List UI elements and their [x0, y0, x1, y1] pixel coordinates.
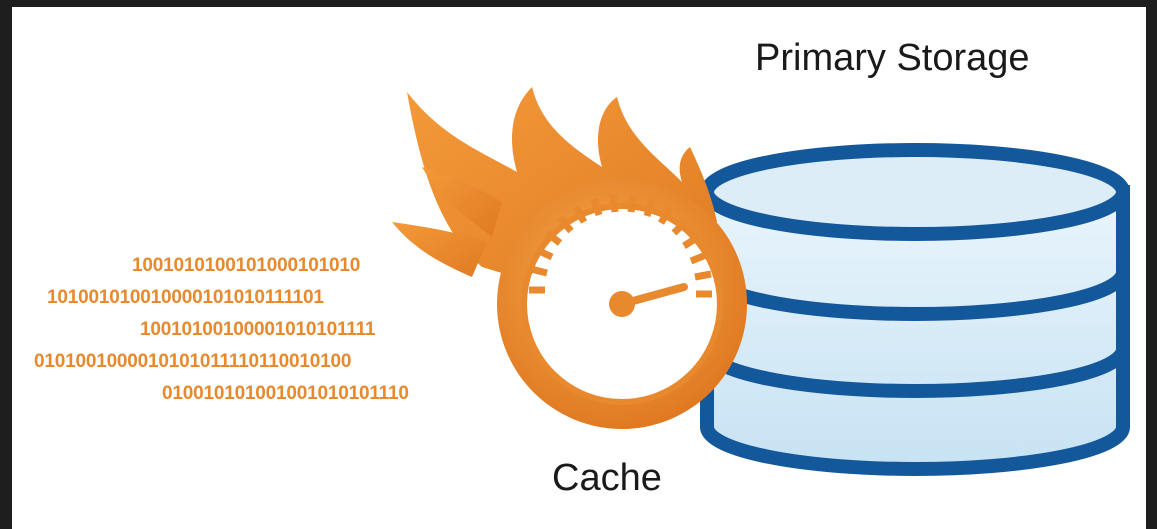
binary-line: 101001010010000101010111101	[47, 287, 324, 308]
cache-label: Cache	[552, 457, 662, 499]
diagram-canvas: 1001010100101000101010 10100101001000010…	[12, 7, 1146, 529]
binary-line: 1001010100101000101010	[132, 255, 361, 276]
speedometer-icon	[497, 179, 747, 429]
binary-line: 10010100100001010101111	[140, 319, 376, 340]
binary-line: 0101001000010101011110110010100	[34, 351, 352, 372]
database-icon	[700, 143, 1130, 476]
primary-storage-label: Primary Storage	[755, 37, 1030, 79]
binary-line: 010010101001001010101110	[162, 383, 409, 404]
diagram-graphics	[392, 87, 1130, 476]
